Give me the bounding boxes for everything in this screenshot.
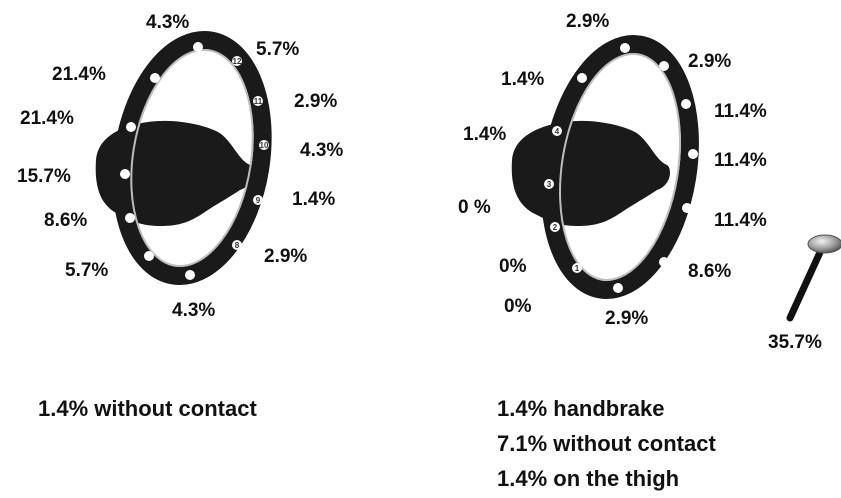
right-wheel-hub	[511, 120, 670, 226]
right-wheel-dot	[682, 203, 692, 213]
left-wheel-dot	[144, 251, 154, 261]
right-wheel-label: 0%	[499, 256, 527, 277]
right-wheel-label: 11.4%	[714, 101, 767, 122]
right-wheel-rim-highlight	[559, 53, 681, 281]
left-wheel-position-mark	[259, 140, 269, 150]
right-wheel-dot	[577, 73, 587, 83]
left-wheel-dot	[185, 270, 195, 280]
right-wheel-label: 8.6%	[688, 261, 731, 282]
left-wheel-position-mark	[232, 56, 242, 66]
left-wheel-label: 5.7%	[65, 260, 108, 281]
left-wheel-label: 1.4%	[292, 189, 335, 210]
left-wheel-dot	[126, 122, 136, 132]
handbrake-label: 35.7%	[768, 332, 822, 353]
left-wheel-label: 5.7%	[256, 39, 299, 60]
left-wheel-label: 8.6%	[44, 210, 87, 231]
right-wheel-label: 11.4%	[714, 210, 767, 231]
handbrake-knob-icon	[807, 234, 841, 254]
left-wheel-position-mark-label: 11	[254, 97, 263, 106]
left-wheel-dot	[120, 169, 130, 179]
right-caption-thigh: 1.4% on the thigh	[497, 466, 679, 491]
right-wheel-position-mark	[550, 222, 560, 232]
left-wheel-position-mark-label: 9	[256, 196, 261, 205]
right-wheel-rim	[541, 35, 699, 299]
right-wheel-position-mark	[572, 263, 582, 273]
left-wheel-dot	[193, 42, 203, 52]
handbrake-lever	[786, 244, 826, 322]
left-wheel-position-mark-label: 8	[235, 241, 240, 250]
right-wheel-label: 2.9%	[566, 11, 609, 32]
right-wheel-position-mark	[552, 126, 562, 136]
left-wheel-hub	[95, 120, 253, 226]
right-wheel-label: 1.4%	[463, 124, 506, 145]
right-wheel-dot	[659, 61, 669, 71]
handbrake: 35.7%	[768, 234, 841, 353]
right-wheel-position-mark-label: 3	[547, 180, 552, 189]
right-caption-handbrake: 1.4% handbrake	[497, 396, 665, 421]
right-wheel-position-mark-label: 4	[555, 127, 560, 136]
right-wheel-label: 1.4%	[501, 69, 544, 90]
left-wheel-label: 15.7%	[17, 166, 71, 187]
right-wheel-dot	[688, 149, 698, 159]
left-wheel-label: 4.3%	[146, 12, 189, 33]
left-wheel-position-mark-label: 10	[260, 141, 269, 150]
right-wheel-label: 2.9%	[605, 308, 648, 329]
right-wheel-dot	[613, 283, 623, 293]
left-wheel-label: 21.4%	[52, 64, 106, 85]
right-caption-without-contact: 7.1% without contact	[497, 431, 716, 456]
right-wheel-label: 11.4%	[714, 150, 767, 171]
left-wheel-label: 4.3%	[172, 300, 215, 321]
left-wheel-label: 2.9%	[264, 246, 307, 267]
right-wheel-position-mark-label: 2	[553, 223, 558, 232]
left-wheel-rim	[112, 30, 272, 286]
right-wheel-label: 0 %	[458, 197, 491, 218]
left-wheel-label: 21.4%	[20, 108, 74, 129]
left-wheel: 12 11 10 9 8 4.3% 5.7% 21.4% 2.9% 21.4% …	[17, 12, 343, 321]
left-wheel-dot	[125, 213, 135, 223]
left-caption: 1.4% without contact	[38, 396, 257, 421]
left-wheel-position-mark	[253, 195, 263, 205]
left-wheel-dot	[150, 73, 160, 83]
left-wheel-position-mark-label: 12	[233, 57, 242, 66]
left-wheel-rim-highlight	[130, 48, 254, 268]
left-wheel-label: 4.3%	[300, 140, 343, 161]
right-wheel-dot	[681, 99, 691, 109]
right-wheel-label: 2.9%	[688, 51, 731, 72]
left-wheel-position-mark	[232, 240, 242, 250]
right-wheel-label: 0%	[504, 296, 532, 317]
right-wheel-dot	[659, 257, 669, 267]
right-wheel-position-mark-label: 1	[575, 264, 580, 273]
right-wheel-dot	[620, 43, 630, 53]
left-wheel-position-mark	[253, 96, 263, 106]
right-wheel: 4 3 2 1 2.9% 2.9% 1.4% 11.4% 1.4% 11.4% …	[458, 11, 767, 329]
right-wheel-position-mark	[544, 179, 554, 189]
left-wheel-label: 2.9%	[294, 91, 337, 112]
